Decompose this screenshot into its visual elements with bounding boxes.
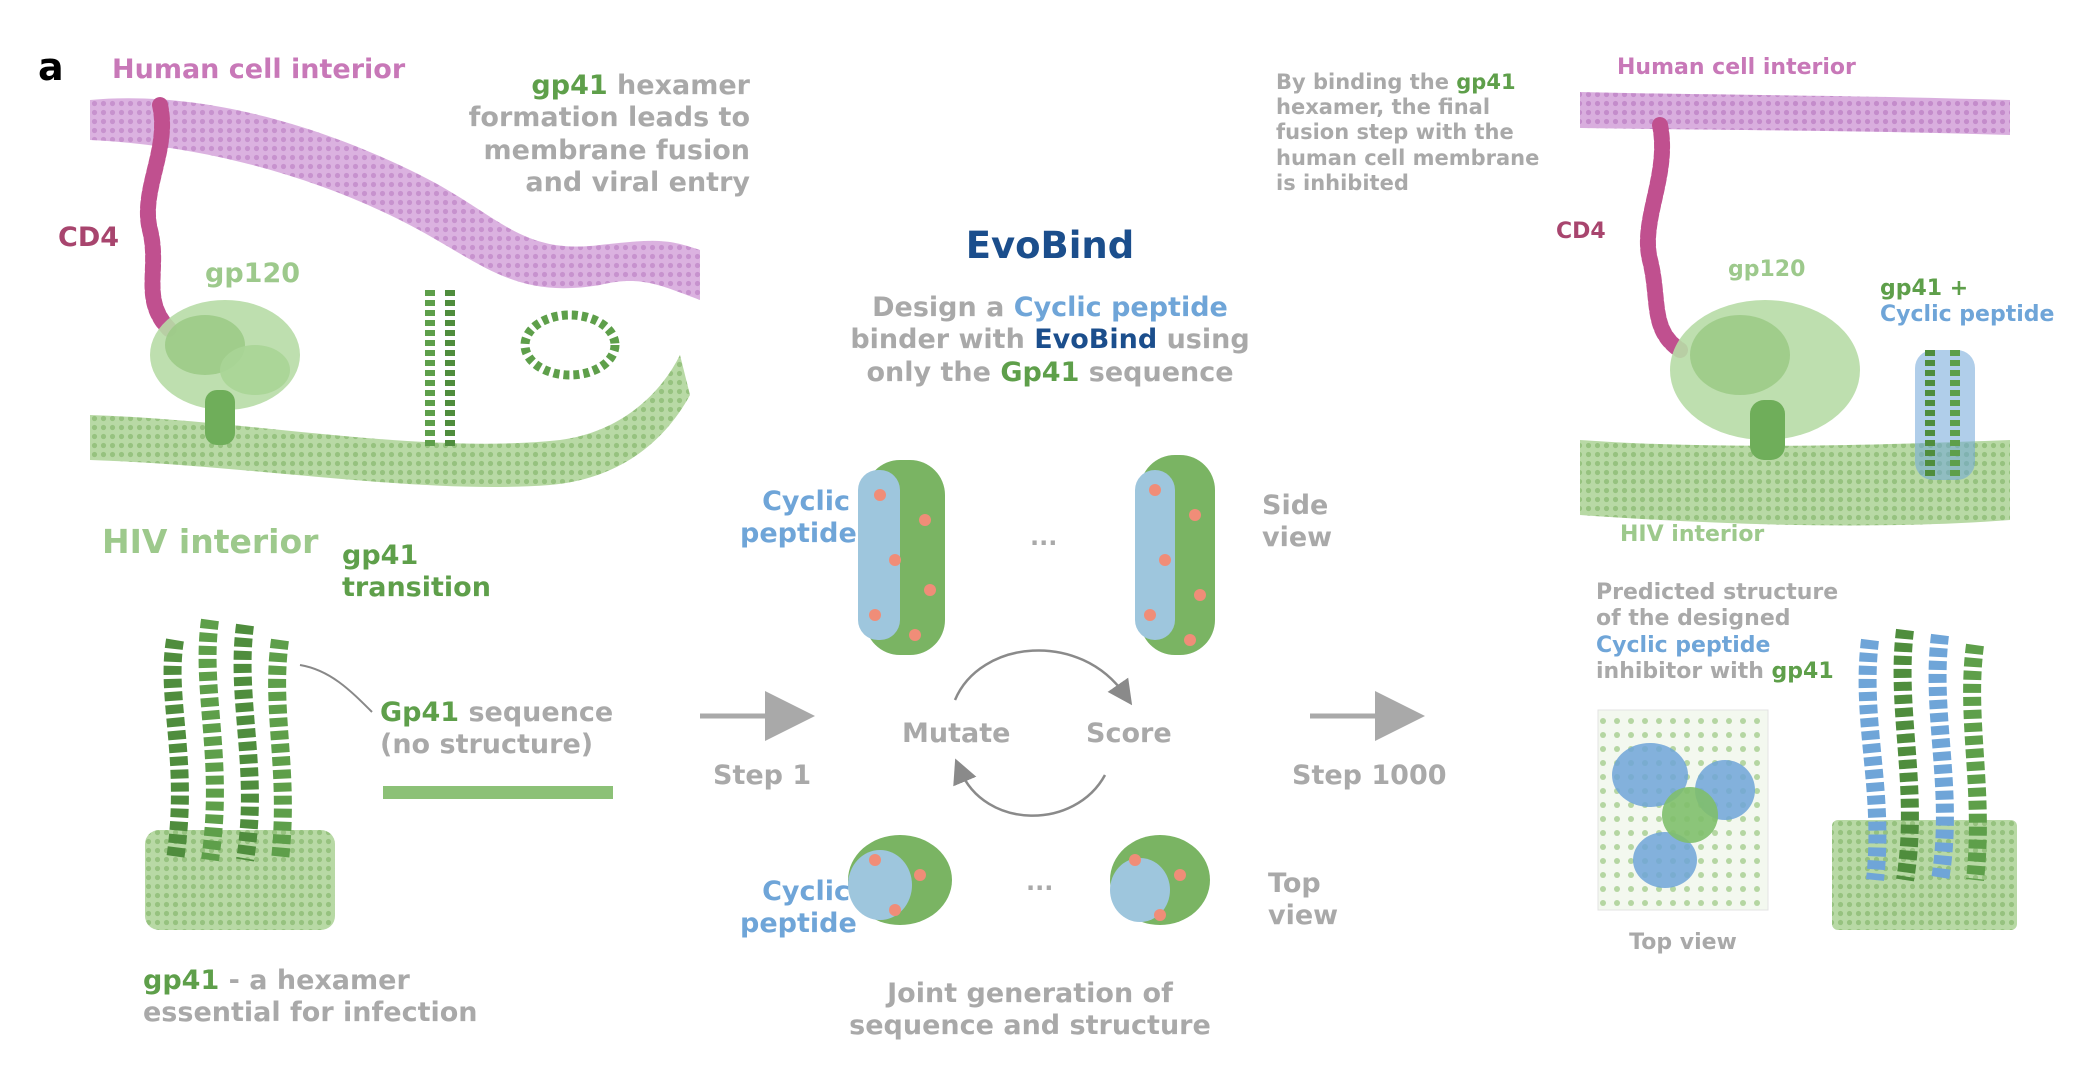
side-view-line1: Side xyxy=(1262,490,1329,521)
right-human-membrane xyxy=(1580,92,2010,135)
cyclic-peptide-top-line1: Cyclic xyxy=(762,876,850,907)
hexamer-caption-gp41: gp41 xyxy=(143,965,220,996)
inhibited-line1-gp41: gp41 xyxy=(1456,70,1516,94)
fusion-caption-line3: membrane fusion xyxy=(483,134,750,166)
left-hiv-interior-label: HIV interior xyxy=(102,522,319,561)
hexamer-caption-line1: - a hexamer xyxy=(219,965,410,996)
predicted-line2: of the designed xyxy=(1596,606,1791,632)
left-hiv-membrane xyxy=(90,355,690,488)
joint-generation-line2: sequence and structure xyxy=(849,1010,1211,1042)
top-view-line1: Top xyxy=(1268,868,1321,899)
mutate-label: Mutate xyxy=(902,718,1011,749)
cyclic-peptide-side-line2: peptide xyxy=(740,518,857,550)
side-view-line2: view xyxy=(1262,522,1333,554)
top-view-complex-end xyxy=(1110,835,1210,925)
panel-letter: a xyxy=(38,45,64,89)
gp41-plus-label: gp41 + xyxy=(1880,276,1969,301)
side-view-complex-end xyxy=(1135,455,1215,655)
predicted-line3-cyclic-peptide: Cyclic peptide xyxy=(1596,632,1771,658)
fusion-caption-line2: formation leads to xyxy=(468,102,750,134)
top-view-label: Top view xyxy=(1268,868,1338,933)
gp41-sequence-label: Gp41 sequence (no structure) xyxy=(380,697,613,762)
cycle-arrow-top xyxy=(953,649,1133,706)
design-caption: Design a Cyclic peptide binder with EvoB… xyxy=(800,292,1300,389)
left-gp41-transition-protein xyxy=(425,290,620,450)
design-line2-c: using xyxy=(1157,324,1250,356)
gp41-sequence-line2: (no structure) xyxy=(380,729,594,761)
hexamer-callout-line xyxy=(299,664,373,713)
gp41-sequence-highlight: Gp41 xyxy=(380,697,460,728)
design-line3-gp41: Gp41 xyxy=(1000,356,1080,388)
inhibited-line3: fusion step with the xyxy=(1276,120,1514,145)
left-gp120-label: gp120 xyxy=(205,258,301,289)
fusion-caption-line1: hexamer xyxy=(607,70,750,101)
inhibited-line5: is inhibited xyxy=(1276,170,1409,195)
gp41-cyclic-peptide-label: gp41 + Cyclic peptide xyxy=(1880,276,2054,329)
gp41-hexamer-structure xyxy=(145,618,335,930)
cyclic-peptide-top-label: Cyclic peptide xyxy=(740,876,857,941)
cycle-arrow-bottom xyxy=(953,758,1107,817)
gp41-transition-label: gp41 transition xyxy=(342,540,491,605)
design-line3-a: only the xyxy=(866,356,1001,388)
right-gp120-label: gp120 xyxy=(1728,257,1806,282)
inhibited-caption: By binding the gp41 hexamer, the final f… xyxy=(1276,70,1539,196)
left-gp120-protein xyxy=(150,300,300,445)
design-line3-c: sequence xyxy=(1079,356,1234,388)
right-top-view-label: Top view xyxy=(1629,930,1737,955)
gp41-sequence-rest: sequence xyxy=(459,697,614,728)
hexamer-caption: gp41 - a hexamer essential for infection xyxy=(143,965,478,1030)
right-hiv-interior-label: HIV interior xyxy=(1620,522,1765,547)
design-line1-cyclic-peptide: Cyclic peptide xyxy=(1013,292,1228,323)
predicted-line4-gp41: gp41 xyxy=(1771,659,1834,685)
joint-generation-line1: Joint generation of xyxy=(887,978,1173,1009)
predicted-line4-a: inhibitor with xyxy=(1596,659,1772,685)
evobind-title: EvoBind xyxy=(965,224,1135,267)
side-view-ellipsis: ... xyxy=(1030,523,1058,551)
top-view-line2: view xyxy=(1268,900,1339,932)
hexamer-caption-line2: essential for infection xyxy=(143,997,478,1029)
left-human-cell-interior-label: Human cell interior xyxy=(112,54,406,85)
right-cd4-protein xyxy=(1639,117,1688,358)
right-hiv-membrane xyxy=(1580,440,2010,526)
joint-generation-caption: Joint generation of sequence and structu… xyxy=(830,978,1230,1043)
predicted-top-view-image xyxy=(1597,709,1769,911)
left-cd4-protein xyxy=(139,97,178,338)
design-line2-evobind: EvoBind xyxy=(1034,324,1158,356)
fusion-caption: gp41 hexamer formation leads to membrane… xyxy=(440,70,750,200)
gp41-transition-line1: gp41 xyxy=(342,540,419,571)
step1000-label: Step 1000 xyxy=(1292,760,1447,791)
side-view-label: Side view xyxy=(1262,490,1332,555)
fusion-caption-gp41: gp41 xyxy=(531,70,608,101)
top-view-ellipsis: ... xyxy=(1026,868,1054,896)
right-human-cell-interior-label: Human cell interior xyxy=(1617,55,1856,80)
right-cd4-label: CD4 xyxy=(1556,219,1606,244)
step1-label: Step 1 xyxy=(713,760,812,791)
right-gp41-peptide-complex xyxy=(1915,350,1975,480)
design-line1-a: Design a xyxy=(872,292,1014,323)
left-human-membrane xyxy=(90,98,700,301)
side-view-complex-start xyxy=(858,460,945,655)
design-line2-a: binder with xyxy=(850,324,1035,356)
right-gp120-protein xyxy=(1670,300,1860,460)
gp41-sequence-bar xyxy=(383,786,613,799)
cyclic-peptide-side-label: Cyclic peptide xyxy=(740,486,857,551)
inhibited-line4: human cell membrane xyxy=(1276,145,1540,170)
predicted-side-view-image xyxy=(1832,628,2017,930)
predicted-structure-caption: Predicted structure of the designed Cycl… xyxy=(1596,580,1838,686)
inhibited-line1-a: By binding the xyxy=(1276,70,1457,94)
right-cyclic-peptide-label: Cyclic peptide xyxy=(1880,302,2055,328)
inhibited-line2: hexamer, the final xyxy=(1276,95,1491,120)
cyclic-peptide-top-line2: peptide xyxy=(740,908,857,940)
cyclic-peptide-side-line1: Cyclic xyxy=(762,486,850,517)
gp41-transition-line2: transition xyxy=(342,572,491,604)
top-view-complex-start xyxy=(848,835,952,925)
score-label: Score xyxy=(1086,718,1172,749)
predicted-line1: Predicted structure xyxy=(1596,580,1839,605)
fusion-caption-line4: and viral entry xyxy=(525,167,750,199)
left-cd4-label: CD4 xyxy=(58,222,120,253)
